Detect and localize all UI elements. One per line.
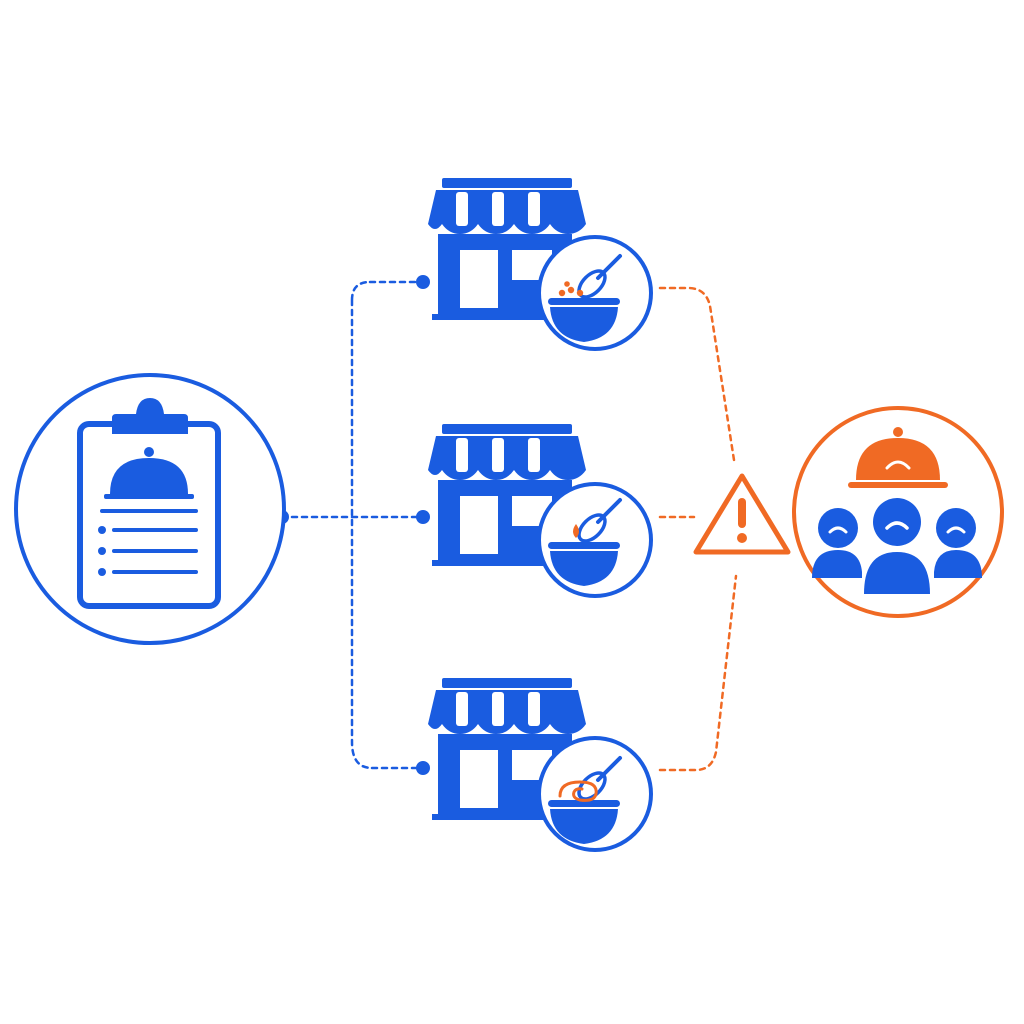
mixing-bowl-whisk-icon	[546, 498, 622, 588]
customers-node	[792, 406, 1004, 618]
unhappy-customers-icon	[812, 427, 982, 594]
edge-store-1-to-warning	[658, 286, 736, 462]
warning-connectors	[658, 286, 738, 772]
clipboard-recipe-icon	[77, 398, 221, 609]
mixing-bowl-whisk-icon	[546, 254, 622, 344]
edge-trunk-vertical	[350, 280, 374, 770]
store-node-2	[428, 424, 653, 598]
edge-store-3-to-warning	[658, 574, 738, 772]
store-node-1	[428, 178, 653, 351]
connector-dot-store-1	[416, 275, 430, 289]
connector-dot-store-2	[416, 510, 430, 524]
mixing-bowl-whisk-icon	[546, 756, 622, 846]
connector-dot-store-3	[416, 761, 430, 775]
recipe-node	[14, 373, 286, 645]
store-node-3	[428, 678, 653, 852]
warning-triangle-icon	[693, 473, 791, 555]
recipe-connectors	[280, 280, 424, 770]
